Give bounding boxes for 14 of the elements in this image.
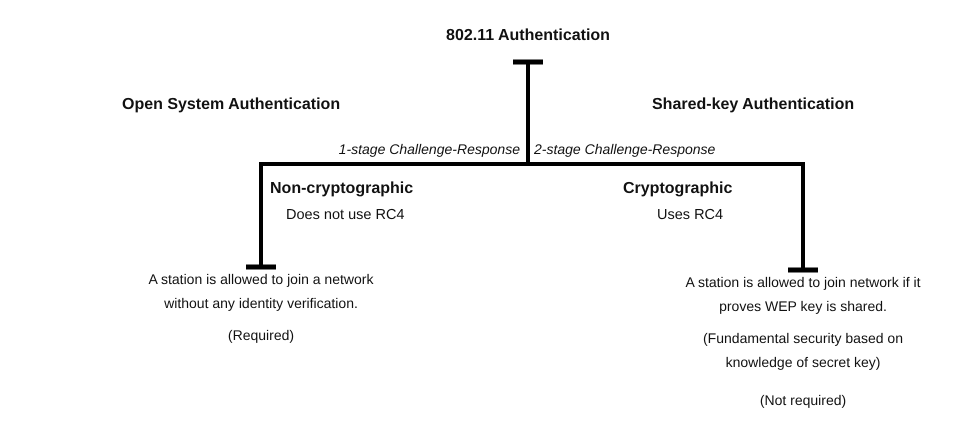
- requirement-note: (Required): [226, 326, 296, 345]
- description-text: A station is allowed to join network if it proves WEP key is shared.: [684, 273, 922, 316]
- requirement-note: (Not required): [758, 391, 848, 410]
- category-heading: Non-cryptographic: [270, 180, 414, 198]
- node-label: 802.11 Authentication: [445, 26, 611, 46]
- edge-label: 2-stage Challenge-Response: [532, 141, 718, 157]
- category-note: Does not use RC4: [286, 207, 404, 223]
- category-note: Uses RC4: [657, 207, 724, 223]
- category-heading: Cryptographic: [623, 180, 732, 198]
- edge-label: 1-stage Challenge-Response: [336, 141, 522, 157]
- description-text: A station is allowed to join a network without any identity verification.: [148, 270, 374, 313]
- branch-heading: Open System Authentication: [122, 96, 340, 114]
- description-text: (Fundamental security based on knowledge of secret key): [702, 329, 904, 372]
- branch-heading: Shared-key Authentication: [652, 96, 854, 114]
